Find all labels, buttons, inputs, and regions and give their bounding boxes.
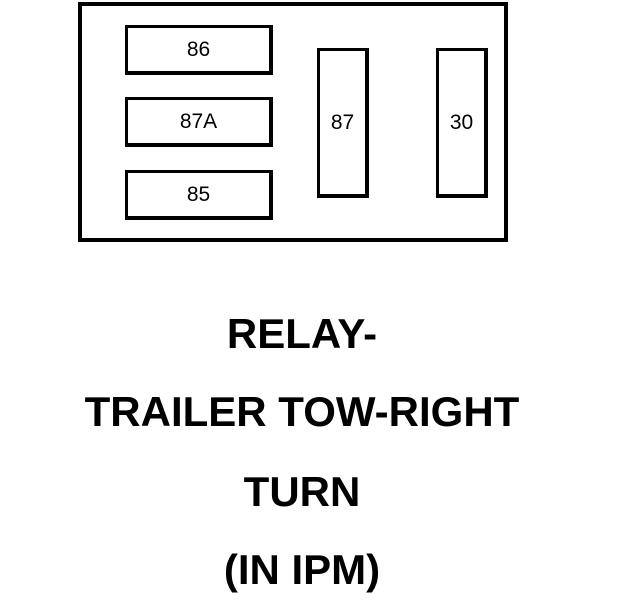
pin-85: 85 <box>125 170 273 220</box>
pin-87: 87 <box>317 48 369 198</box>
caption-line-4: (IN IPM) <box>223 546 381 593</box>
pin-87a: 87A <box>125 97 273 147</box>
caption-line-3: TURN <box>243 468 361 515</box>
pin-86-label: 86 <box>186 37 211 61</box>
pin-85-label: 85 <box>186 182 211 206</box>
pin-30-label: 30 <box>449 110 474 134</box>
pin-87a-label: 87A <box>179 109 218 133</box>
pin-87-label: 87 <box>330 110 355 134</box>
pin-86: 86 <box>125 25 273 75</box>
pin-30: 30 <box>436 48 488 198</box>
relay-outline <box>78 2 508 242</box>
caption-line-1: RELAY- <box>226 310 378 357</box>
caption-line-2: TRAILER TOW-RIGHT <box>84 388 520 435</box>
